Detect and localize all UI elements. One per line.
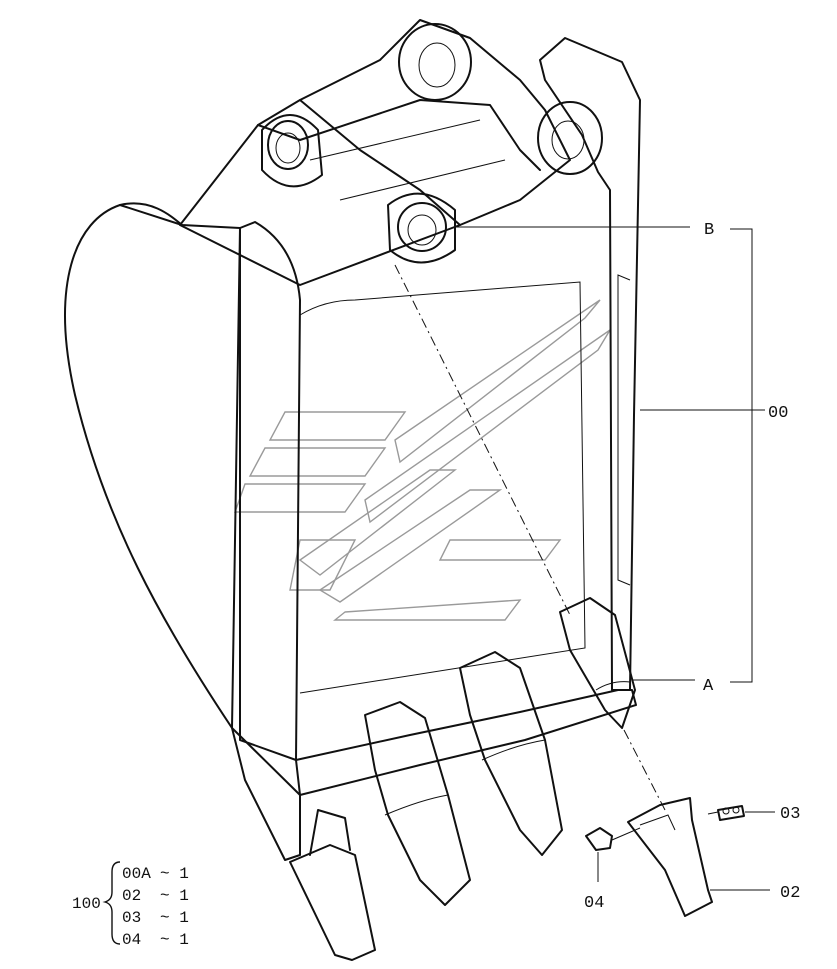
callout-a-label: A: [703, 677, 714, 696]
callout-b-label: B: [704, 221, 714, 240]
parts-list-assembly-number: 100: [72, 895, 101, 913]
callout-lock-label: 04: [584, 894, 604, 913]
pin-exploded-03: [717, 805, 745, 821]
pin-boss-rear-right: [537, 101, 603, 175]
parts-list: 100 00A ~ 1 02 ~ 1 03 ~ 1 04 ~ 1: [72, 861, 189, 949]
pin-boss-front-right: [387, 192, 456, 264]
callout-assembly-label: 00: [768, 404, 788, 423]
parts-list-row-part: 02: [122, 887, 141, 905]
parts-list-row-part: 03: [122, 909, 141, 927]
assembly-lines: [394, 264, 719, 841]
parts-list-row-part: 00A: [122, 865, 151, 883]
parts-list-row-part: 04: [122, 931, 141, 949]
pin-boss-rear-left: [398, 23, 472, 101]
parts-list-row-qty: ~ 1: [160, 909, 189, 927]
parts-list-row-qty: ~ 1: [160, 931, 189, 949]
watermark-logo: [234, 299, 611, 621]
tooth-1: [289, 809, 376, 961]
callout-tooth-label: 02: [780, 884, 800, 903]
lock-exploded-04: [585, 827, 613, 851]
pin-boss-front-left: [261, 114, 323, 188]
leader-lines: [455, 226, 775, 891]
tooth-3: [459, 651, 563, 856]
bucket-body: [64, 19, 641, 861]
tooth-exploded-02: [627, 797, 713, 917]
parts-list-row-qty: ~ 1: [160, 887, 189, 905]
parts-list-brace: [102, 861, 121, 945]
callout-pin-label: 03: [780, 805, 800, 824]
tooth-2: [364, 701, 471, 906]
parts-list-row-qty: ~ 1: [160, 865, 189, 883]
tooth-4: [559, 597, 636, 729]
